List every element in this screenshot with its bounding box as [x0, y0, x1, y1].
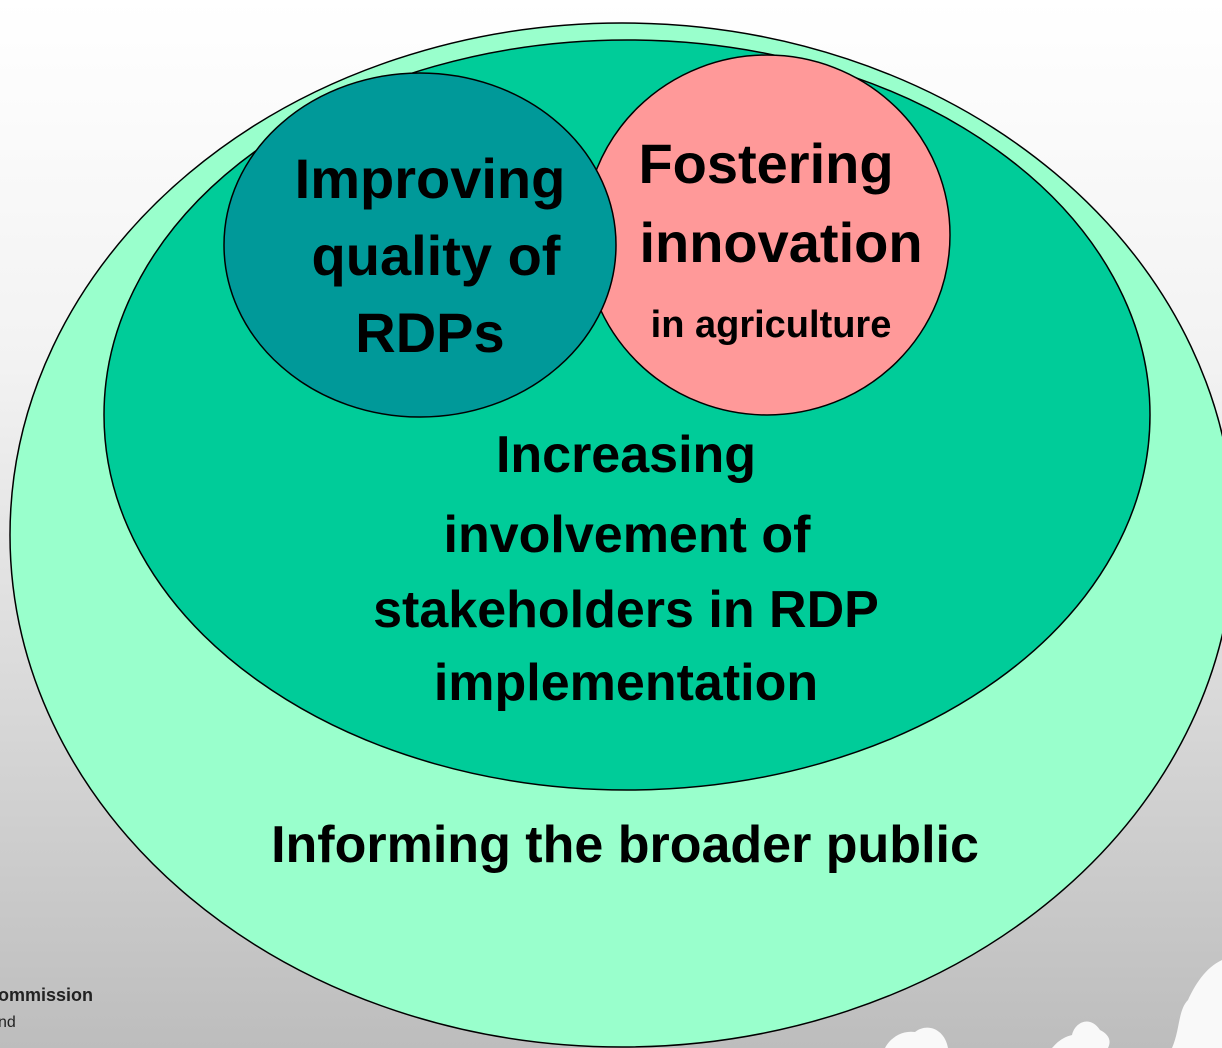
right-circle-line-1: Fostering — [638, 132, 893, 195]
map-silhouette-icon — [885, 960, 1222, 1048]
left-circle-line-2: quality of — [312, 224, 561, 287]
footer-commission-text: ommission — [0, 985, 94, 1005]
middle-ellipse-line-2: involvement of — [444, 506, 812, 564]
left-circle — [223, 72, 617, 418]
middle-ellipse-line-4: implementation — [434, 654, 818, 712]
middle-ellipse-line-1: Increasing — [496, 426, 756, 484]
left-circle-line-3: RDPs — [355, 301, 504, 364]
right-circle-line-3: in agriculture — [651, 304, 892, 346]
middle-ellipse-line-3: stakeholders in RDP — [373, 581, 879, 639]
right-circle-line-2: innovation — [639, 211, 922, 274]
left-circle-line-1: Improving — [295, 147, 566, 210]
footer-subtitle-text: nd — [0, 1014, 16, 1031]
outer-ellipse-label: Informing the broader public — [271, 816, 979, 874]
